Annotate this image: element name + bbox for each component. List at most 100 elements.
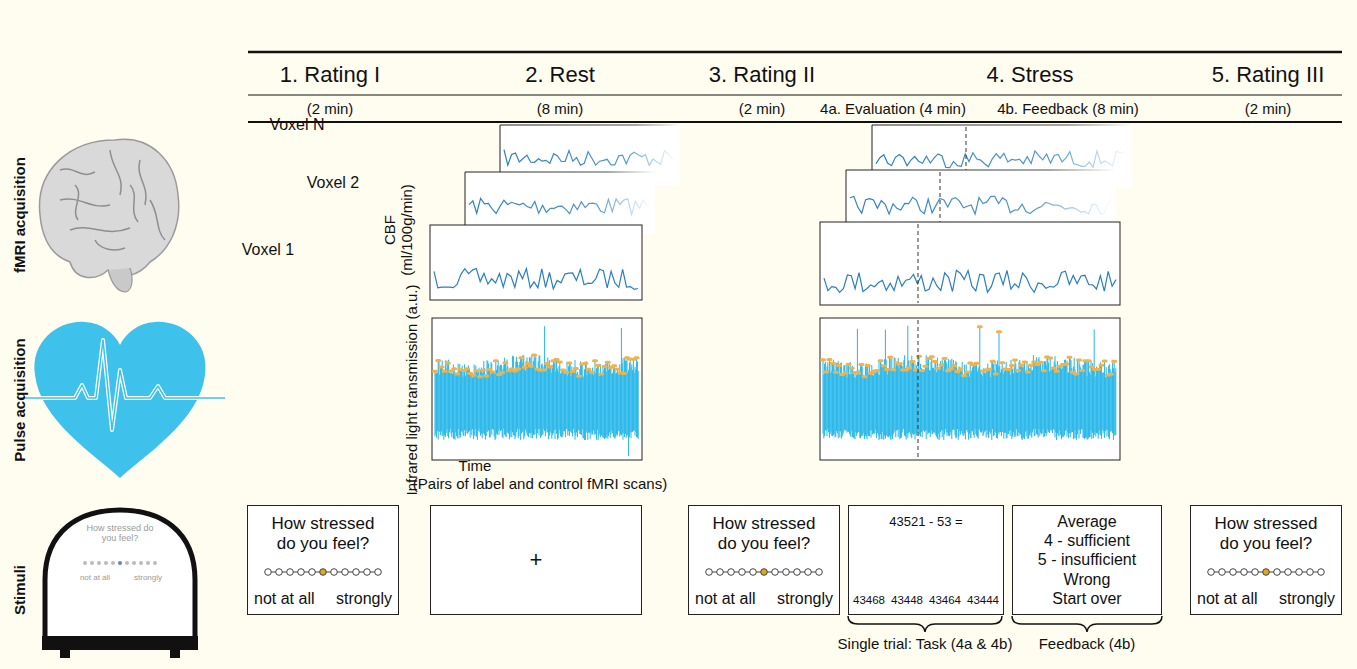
label: Infrared light transmission (a.u.)	[403, 285, 420, 496]
cbf-trace	[504, 150, 676, 166]
stimulus-screen: 43521 - 53 = 43468 43448 43464 43444	[848, 505, 1004, 615]
scale-end: not at all	[1197, 590, 1257, 608]
feedback-text: 4 - sufficient	[1044, 531, 1130, 550]
stimulus-screen: +	[430, 505, 642, 615]
scale-dot	[353, 569, 360, 576]
label: (2 min)	[307, 100, 354, 117]
feedback-text: Wrong	[1064, 570, 1111, 589]
label: Time	[459, 457, 492, 474]
rating-scale	[704, 565, 824, 579]
scale-dot	[1241, 569, 1248, 576]
answer-option: 43444	[967, 594, 999, 606]
table-rule	[248, 51, 1342, 54]
table-rule	[248, 95, 1342, 96]
label: How stressed do you feel?	[80, 523, 160, 544]
scale-end: not at all	[254, 590, 314, 608]
label: Voxel 2	[307, 174, 359, 192]
brain-illustration	[40, 139, 179, 292]
screen-illustration	[42, 510, 198, 658]
scale-dot	[364, 569, 371, 576]
task-equation: 43521 - 53 =	[889, 514, 962, 529]
scale-dot	[375, 569, 382, 576]
scale-dot	[342, 569, 349, 576]
scale-dot	[1307, 569, 1314, 576]
stimulus-screen: Average4 - sufficient5 - insufficientWro…	[1012, 505, 1162, 615]
label: Voxel 1	[242, 241, 294, 259]
scale-dot	[146, 561, 150, 565]
pulse-trace	[823, 326, 1116, 440]
scale-dot	[783, 569, 790, 576]
label: Stimuli	[11, 565, 28, 615]
question-text: How stressed do you feel?	[1206, 514, 1326, 555]
feedback-text: Start over	[1052, 589, 1121, 608]
rating-scale	[263, 565, 383, 579]
scale-dot	[265, 569, 272, 576]
scale-dot	[816, 569, 823, 576]
scale-dot	[331, 569, 338, 576]
scale-dot	[276, 569, 283, 576]
pulse-trace	[435, 326, 638, 456]
scale-dot	[97, 561, 101, 565]
label: (2 min)	[1245, 100, 1292, 117]
scale-dot	[761, 569, 768, 576]
scale-dot	[739, 569, 746, 576]
plot-frame	[820, 318, 1120, 460]
scale-dot	[728, 569, 735, 576]
scale-dot	[118, 561, 122, 565]
scale-dot	[111, 561, 115, 565]
label: Pulse acquisition	[11, 338, 28, 461]
label: 3. Rating II	[709, 62, 815, 87]
scale-dot	[772, 569, 779, 576]
label: 1. Rating I	[280, 62, 380, 87]
stimulus-screen: How stressed do you feel? not at all stron…	[1190, 505, 1342, 615]
scale-dot	[750, 569, 757, 576]
scale-end: strongly	[1279, 590, 1335, 608]
label: 4. Stress	[987, 62, 1074, 87]
scale-dot	[320, 569, 327, 576]
scale-dot	[139, 561, 143, 565]
scale-dot	[794, 569, 801, 576]
cbf-trace	[434, 269, 638, 290]
scale-dot	[805, 569, 812, 576]
label: not at all	[80, 573, 110, 582]
fixation-cross: +	[530, 547, 543, 573]
plot-frame	[432, 318, 642, 460]
label: fMRI acquisition	[11, 157, 28, 273]
scale-dot	[1263, 569, 1270, 576]
label: (Pairs of label and control fMRI scans)	[413, 475, 667, 492]
label: Voxel N	[269, 116, 324, 134]
scale-dot	[83, 561, 87, 565]
answer-option: 43464	[929, 594, 961, 606]
bracket	[1012, 616, 1162, 632]
cbf-trace	[850, 196, 1112, 214]
label: (2 min)	[739, 100, 786, 117]
scale-dot	[1318, 569, 1325, 576]
feedback-text: Average	[1057, 512, 1116, 531]
label: CBF (ml/100g/min)	[381, 175, 416, 285]
scale-end: not at all	[695, 590, 755, 608]
scale-dot	[104, 561, 108, 565]
cbf-trace	[469, 198, 651, 214]
label: 5. Rating III	[1212, 62, 1325, 87]
label: 2. Rest	[525, 62, 595, 87]
answer-option: 43468	[853, 594, 885, 606]
scale-dot	[1296, 569, 1303, 576]
label: 4a. Evaluation (4 min)	[820, 100, 966, 117]
stimulus-screen: How stressed do you feel? not at all stron…	[247, 505, 399, 615]
scale-dot	[717, 569, 724, 576]
cbf-trace	[824, 270, 1116, 292]
heart-illustration	[20, 322, 225, 478]
scale-dot	[1285, 569, 1292, 576]
rating-scale	[1206, 565, 1326, 579]
bracket	[848, 616, 1002, 632]
label: strongly	[134, 573, 162, 582]
plot-frame	[820, 222, 1120, 305]
scale-end: strongly	[336, 590, 392, 608]
pulse-peaks	[822, 327, 1116, 377]
answer-option: 43448	[891, 594, 923, 606]
scale-dot	[153, 561, 157, 565]
cbf-trace	[876, 151, 1128, 168]
scale-dot	[1208, 569, 1215, 576]
question-text: How stressed do you feel?	[263, 514, 383, 555]
scale-dot	[1219, 569, 1226, 576]
